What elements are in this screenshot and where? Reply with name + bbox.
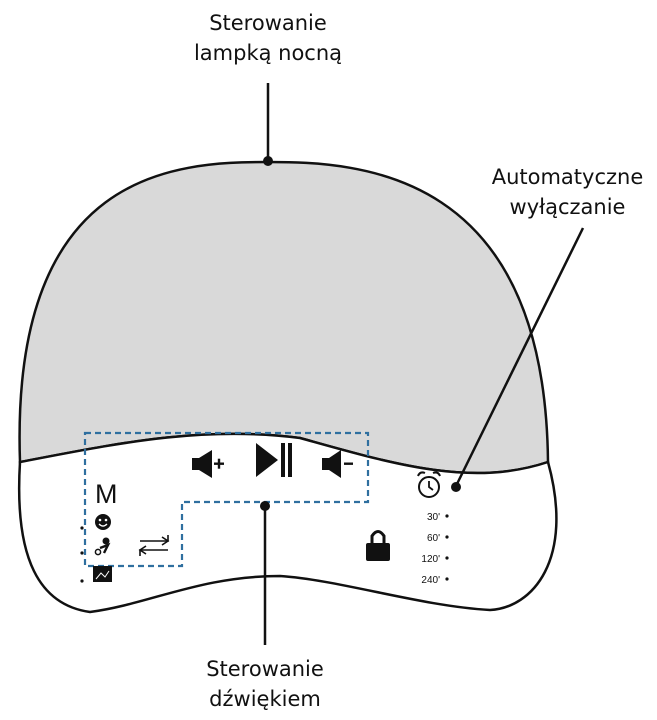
- smiley-icon[interactable]: [95, 514, 111, 530]
- callout-auto-off: Automatyczne wyłączanie: [485, 162, 650, 222]
- volume-up-icon[interactable]: [192, 450, 224, 478]
- leader-dot-sound: [260, 501, 270, 511]
- timer-option-30: 30': [427, 512, 440, 523]
- repeat-icon[interactable]: [138, 535, 170, 556]
- callout-line: Sterowanie: [206, 657, 324, 681]
- timer-option-240: 240': [421, 575, 440, 586]
- leader-dot-auto-off: [451, 482, 461, 492]
- timer-indicator: [445, 577, 449, 581]
- bullet-dot: [80, 551, 84, 555]
- callout-night-light: Sterowanie lampką nocną: [188, 8, 348, 68]
- callout-sound: Sterowanie dźwiękiem: [190, 654, 340, 714]
- callout-line: wyłączanie: [509, 195, 626, 219]
- bullet-dot: [80, 526, 84, 530]
- volume-down-icon[interactable]: [322, 450, 353, 478]
- timer-option-60: 60': [427, 533, 440, 544]
- mode-m-icon[interactable]: M: [95, 479, 118, 509]
- timer-indicator: [445, 556, 449, 560]
- callout-line: lampką nocną: [193, 41, 343, 65]
- alarm-clock-icon[interactable]: [417, 471, 441, 498]
- callout-line: Automatyczne: [491, 165, 644, 189]
- bullet-dot: [80, 579, 84, 583]
- baby-icon[interactable]: [94, 537, 111, 556]
- night-light-dome: [18, 160, 550, 475]
- callout-line: dźwiękiem: [209, 687, 321, 711]
- timer-indicator: [445, 535, 449, 539]
- lock-icon[interactable]: [366, 530, 390, 562]
- device-base: [17, 432, 558, 614]
- timer-indicator: [445, 514, 449, 518]
- callout-line: Sterowanie: [209, 11, 327, 35]
- leader-dot-night-light: [263, 156, 273, 166]
- sound-control-zone: [83, 431, 370, 568]
- picture-icon[interactable]: [93, 566, 112, 582]
- leader-line-auto-off: [454, 227, 585, 487]
- play-pause-icon[interactable]: [256, 443, 292, 477]
- timer-option-120: 120': [421, 554, 440, 565]
